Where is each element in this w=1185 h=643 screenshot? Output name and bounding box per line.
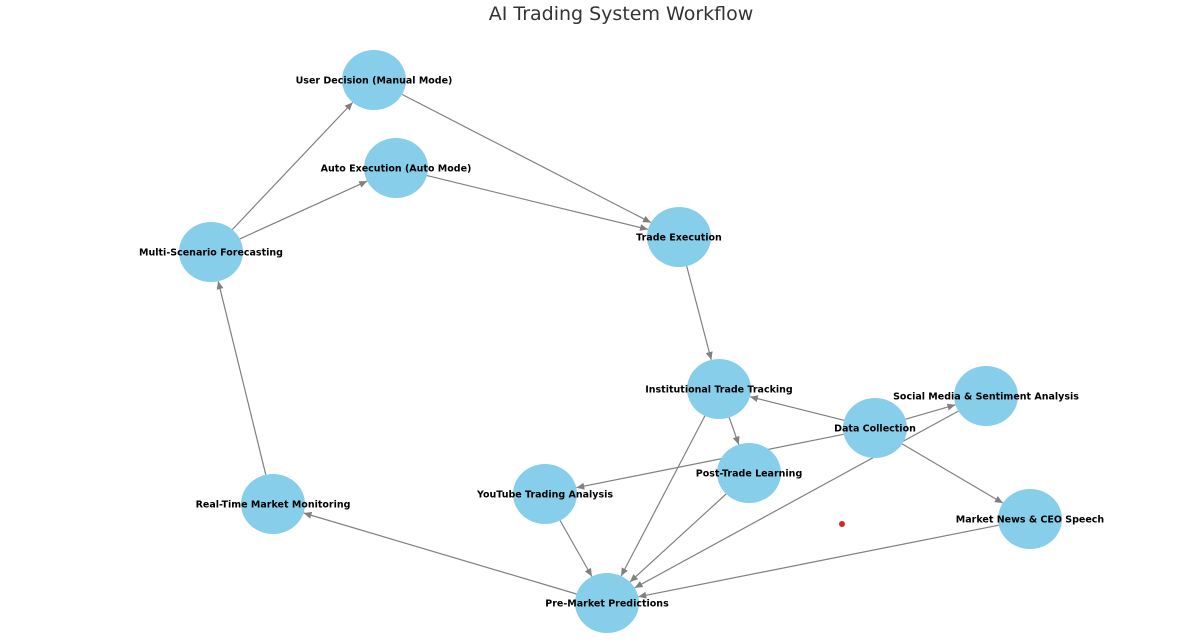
node-circle (954, 366, 1018, 426)
node-label: User Decision (Manual Mode) (296, 76, 453, 87)
node-label: Auto Execution (Auto Mode) (321, 164, 472, 175)
node-social-media: Social Media & Sentiment Analysis (893, 366, 1079, 426)
red-dot-marker (839, 521, 845, 527)
node-label: Real-Time Market Monitoring (196, 500, 351, 511)
edge-trade-execution-to-institutional (686, 265, 713, 361)
node-label: Institutional Trade Tracking (645, 385, 793, 396)
edge-data-collection-to-market-news (901, 443, 1004, 504)
node-market-news: Market News & CEO Speech (956, 489, 1105, 549)
node-label: Data Collection (834, 424, 916, 435)
edge-data-collection-to-youtube (576, 433, 844, 490)
node-label: Pre-Market Predictions (545, 599, 669, 610)
node-institutional: Institutional Trade Tracking (645, 359, 793, 419)
node-circle (241, 474, 305, 534)
node-label: Trade Execution (636, 233, 722, 244)
node-post-trade: Post-Trade Learning (696, 443, 803, 503)
node-auto-execution: Auto Execution (Auto Mode) (321, 138, 472, 198)
edge-premarket-to-realtime (303, 511, 577, 595)
edge-multi-scenario-to-user-decision (231, 101, 354, 231)
node-circle (179, 222, 243, 282)
edge-user-decision-to-trade-execution (401, 93, 652, 224)
node-premarket: Pre-Market Predictions (545, 573, 669, 633)
edges-layer (216, 93, 1004, 599)
edge-post-trade-to-premarket (629, 493, 727, 583)
node-label: Multi-Scenario Forecasting (139, 248, 283, 259)
node-user-decision: User Decision (Manual Mode) (296, 50, 453, 110)
node-circle (998, 489, 1062, 549)
node-circle (575, 573, 639, 633)
edge-institutional-to-post-trade (728, 417, 740, 445)
node-circle (687, 359, 751, 419)
node-label: Post-Trade Learning (696, 469, 803, 480)
diagram-title: AI Trading System Workflow (489, 3, 754, 25)
edge-data-collection-to-institutional (749, 395, 845, 421)
node-circle (342, 50, 406, 110)
node-circle (647, 207, 711, 267)
node-label: Social Media & Sentiment Analysis (893, 392, 1079, 403)
node-data-collection: Data Collection (834, 398, 916, 458)
edge-market-news-to-premarket (638, 524, 999, 599)
node-trade-execution: Trade Execution (636, 207, 722, 267)
node-label: YouTube Trading Analysis (476, 490, 613, 501)
nodes-layer: User Decision (Manual Mode) Auto Executio… (139, 50, 1104, 633)
edge-data-collection-to-social-media (905, 403, 956, 420)
edge-youtube-to-premarket (559, 520, 593, 577)
node-circle (513, 464, 577, 524)
node-realtime: Real-Time Market Monitoring (196, 474, 351, 534)
edge-social-media-to-premarket (634, 410, 959, 589)
edge-auto-execution-to-trade-execution (426, 175, 649, 231)
edge-realtime-to-multi-scenario (216, 281, 267, 475)
edge-multi-scenario-to-auto-execution (239, 180, 368, 240)
node-circle (717, 443, 781, 503)
node-multi-scenario: Multi-Scenario Forecasting (139, 222, 283, 282)
node-youtube: YouTube Trading Analysis (476, 464, 613, 524)
edge-institutional-to-premarket (620, 415, 706, 577)
node-label: Market News & CEO Speech (956, 515, 1105, 526)
node-circle (364, 138, 428, 198)
node-circle (843, 398, 907, 458)
